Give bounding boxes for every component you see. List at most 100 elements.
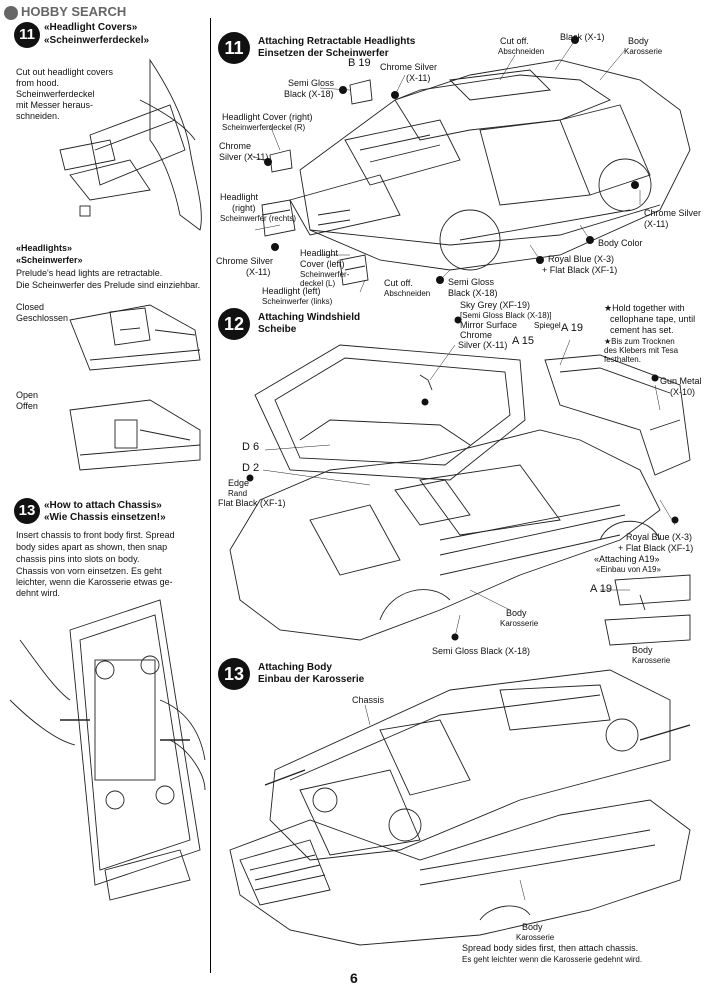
- part-b19: B 19: [348, 57, 371, 69]
- label-cut-off-bottom: Cut off.: [384, 278, 413, 288]
- note-de-3: festhalten.: [604, 355, 641, 364]
- label-cut-off-bottom-de: Abschneiden: [384, 289, 431, 298]
- label-headlight-cover-l-2: Cover (left): [300, 259, 345, 269]
- note-de-1: ★Bis zum Trocknen: [604, 337, 675, 346]
- leader-lines-step12: [262, 339, 676, 638]
- left-step13-text-de-1: Chassis von vorn einsetzen. Es geht: [16, 566, 162, 576]
- label-royal-blue: Royal Blue (X-3): [548, 254, 615, 264]
- label-body-top: Body: [628, 36, 649, 46]
- label-body-12b-de: Karosserie: [632, 656, 671, 665]
- right-step11-title-en: Attaching Retractable Headlights: [258, 36, 416, 47]
- label-semi-gloss-black-2: Black (X-18): [284, 89, 334, 99]
- part-d2: D 2: [242, 462, 260, 474]
- left-closed-de: Geschlossen: [16, 313, 69, 323]
- label-cut-off-top: Cut off.: [500, 36, 529, 46]
- label-chrome-silver-bl-2: (X-11): [246, 267, 271, 277]
- body-shell-step12-illustration: [229, 429, 661, 641]
- left-step11-text-en-2: from hood.: [16, 78, 60, 88]
- left-step11-text-de-1: Scheinwerferdeckel: [16, 89, 95, 99]
- label-body-13-de: Karosserie: [516, 933, 555, 942]
- label-headlight-right-de: Scheinwerfer (rechts): [220, 214, 297, 223]
- part-a19-detail: A 19: [590, 583, 613, 595]
- note-1: ★Hold together with: [604, 303, 685, 313]
- left-step11-text-en-1: Cut out headlight covers: [16, 67, 114, 77]
- label-flat-black: + Flat Black (XF-1): [542, 265, 618, 275]
- right-step13-title-de: Einbau der Karosserie: [258, 674, 365, 685]
- left-step11-title-de: «Scheinwerferdeckel»: [44, 35, 150, 46]
- label-body-12b: Body: [632, 645, 653, 655]
- watermark: HOBBY SEARCH: [4, 4, 126, 20]
- right-step12-title-en: Attaching Windshield: [258, 312, 361, 323]
- left-step11-text-de-2: mit Messer heraus-: [16, 100, 94, 110]
- leader-lines-step13: [364, 704, 526, 901]
- headlight-closed-illustration: [69, 304, 201, 371]
- label-body-13: Body: [522, 922, 543, 932]
- left-step11-text-de-3: schneiden.: [16, 111, 60, 121]
- right-step13-number: 13: [218, 658, 250, 690]
- label-semi-gloss-black-12: Semi Gloss Black (X-18): [432, 646, 531, 656]
- headlight-parts-illustration: [261, 79, 373, 286]
- note-3: cement has set.: [610, 325, 674, 335]
- right-step12-title-de: Scheibe: [258, 324, 297, 335]
- left-open-en: Open: [16, 390, 39, 400]
- part-a15: A 15: [512, 335, 535, 347]
- part-a19: A 19: [561, 322, 584, 334]
- label-headlight-cover-r: Headlight Cover (right): [222, 112, 313, 122]
- label-attaching-a19: «Attaching A19»: [594, 554, 660, 564]
- label-chrome-silver-left-2: Silver (X-11): [219, 152, 269, 162]
- label-semi-gloss-black: Semi Gloss: [288, 78, 335, 88]
- label-headlight-cover-l-de: Scheinwerfer-: [300, 270, 350, 279]
- watermark-text: HOBBY SEARCH: [21, 4, 127, 19]
- label-headlight-cover-l: Headlight: [300, 248, 339, 258]
- left-headlights-title-de: «Scheinwerfer»: [16, 255, 83, 265]
- label-edge: Edge: [228, 478, 250, 488]
- label-headlight-cover-r-de: Scheinwerferdeckel (R): [222, 123, 306, 132]
- label-attaching-a19-de: «Einbau von A19»: [596, 565, 661, 574]
- left-step13-title-en: «How to attach Chassis»: [44, 500, 162, 511]
- left-step13-text-en-1: Insert chassis to front body first. Spre…: [16, 530, 175, 540]
- label-chrome-silver-bl: Chrome Silver: [216, 256, 274, 266]
- body-step13-illustration: [229, 799, 691, 946]
- label-gun-metal-2: (X-10): [670, 387, 696, 397]
- label-body-color: Body Color: [598, 238, 643, 248]
- page-number: 6: [350, 970, 358, 986]
- left-headlights-text-de: Die Scheinwerfer des Prelude sind einzie…: [16, 280, 201, 290]
- left-step13-text-de-3: dehnt wird.: [16, 588, 61, 598]
- label-semi-gloss-black-b-2: Black (X-18): [448, 288, 498, 298]
- headlight-open-illustration: [69, 399, 201, 471]
- label-spread-en: Spread body sides first, then attach cha…: [462, 943, 639, 953]
- label-headlight-cover-l-de-2: deckel (L): [300, 279, 336, 288]
- label-body-12: Body: [506, 608, 527, 618]
- label-chrome-silver-top-2: (X-11): [406, 73, 431, 83]
- label-royal-blue-12: Royal Blue (X-3): [626, 532, 693, 542]
- cut-headlight-covers-illustration: [59, 58, 202, 231]
- left-step13-text-en-3: chassis pins into slots on body.: [16, 554, 140, 564]
- note-de-2: des Klebers mit Tesa: [604, 346, 679, 355]
- column-divider: [210, 18, 211, 973]
- label-chrome-silver-12: Chrome: [460, 330, 493, 340]
- part-d6: D 6: [242, 441, 260, 453]
- left-step13-text-de-2: leichter, wenn die Karosserie etwas ge-: [16, 577, 173, 587]
- label-body-12-de: Karosserie: [500, 619, 539, 628]
- label-chrome-silver-left: Chrome: [219, 141, 252, 151]
- label-semi-gloss-black-b: Semi Gloss: [448, 277, 495, 287]
- windshield-illustration: [254, 344, 526, 481]
- label-body-top-de: Karosserie: [624, 47, 663, 56]
- a19-detail-illustration: [604, 574, 691, 646]
- label-flat-black-12: Flat Black (XF-1): [218, 498, 286, 508]
- label-mirror-surface-de: Spiegel: [534, 321, 561, 330]
- label-edge-de: Rand: [228, 489, 248, 498]
- label-chrome-silver-r: Chrome Silver: [644, 208, 702, 218]
- paint-markers-step11: [264, 36, 639, 284]
- label-chrome-silver-top: Chrome Silver: [380, 62, 438, 72]
- hobby-search-logo-icon: [4, 5, 18, 20]
- left-step13-title-de: «Wie Chassis einsetzen!»: [44, 512, 166, 523]
- left-headlights-title-en: «Headlights»: [16, 243, 73, 253]
- left-step11-number: 11: [14, 22, 40, 48]
- rear-spoiler-illustration: [544, 354, 691, 476]
- label-semi-gloss-black-x18: [Semi Gloss Black (X-18)]: [460, 311, 552, 320]
- arrows-step13: [264, 724, 691, 786]
- label-chrome-silver-12-2: Silver (X-11): [458, 340, 508, 350]
- left-step13-number: 13: [14, 498, 40, 524]
